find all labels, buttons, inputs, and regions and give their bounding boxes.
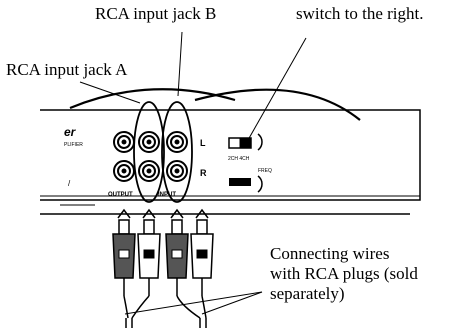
jack-a-callout: RCA input jack A — [6, 60, 128, 79]
leader-switch — [247, 37, 307, 141]
jack-a-highlight-ellipse — [133, 101, 165, 203]
leader-lines — [79, 31, 307, 315]
channel-l-label: L — [200, 138, 206, 148]
rca-plug-2 — [137, 219, 161, 296]
input-jack-b-top — [166, 131, 188, 153]
freq-label: FREQ — [258, 168, 272, 174]
input-jack-a-top — [138, 131, 160, 153]
knob-fragment — [257, 133, 263, 151]
amplifier-panel — [40, 88, 421, 215]
rca-plug-1 — [112, 219, 136, 296]
brand-sub-label: PLIFIER — [64, 142, 83, 148]
housing-curve-left — [69, 88, 236, 110]
leader-wires-2 — [201, 291, 263, 315]
output-jack-bottom — [113, 160, 135, 182]
rca-plug-4 — [190, 219, 214, 296]
wires-callout-line-1: Connecting wires — [270, 244, 390, 263]
housing-curve-right — [194, 88, 361, 121]
jack-b-highlight-ellipse — [161, 101, 193, 203]
jack-b-callout: RCA input jack B — [95, 4, 217, 23]
leader-jack-b — [177, 31, 183, 97]
output-label: OUTPUT — [108, 192, 133, 198]
panel-mark: / — [68, 179, 71, 188]
input-label: INPUT — [158, 192, 176, 198]
channel-switch — [228, 137, 252, 149]
leader-wires-1 — [124, 291, 263, 315]
input-jack-a-bottom — [138, 160, 160, 182]
panel-top-edge — [40, 109, 421, 201]
switch-marks: 2CH 4CH — [228, 156, 250, 162]
knob-fragment-2 — [257, 175, 263, 193]
rca-jack-group — [113, 131, 188, 182]
leader-jack-a — [79, 81, 141, 104]
wires-callout-line-3: separately) — [270, 284, 345, 303]
wires-callout: Connecting wires with RCA plugs (sold se… — [270, 244, 458, 304]
wires-callout-line-2: with RCA plugs (sold — [270, 264, 418, 283]
connecting-wires — [123, 295, 207, 328]
rca-plug-3 — [165, 219, 189, 296]
switch-indicator-box — [229, 178, 251, 186]
channel-r-label: R — [200, 168, 207, 178]
output-jack-top — [113, 131, 135, 153]
brand-logo-fragment: er — [64, 125, 77, 139]
input-jack-b-bottom — [166, 160, 188, 182]
switch-note-callout: switch to the right. — [296, 4, 424, 23]
insertion-arrows — [117, 208, 209, 219]
